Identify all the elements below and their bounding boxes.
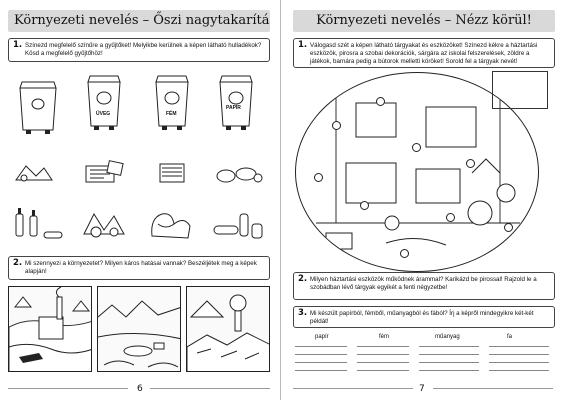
plastic-bottles-icon [213, 213, 263, 239]
answer-circle[interactable] [446, 213, 455, 222]
page-number: 7 [419, 384, 425, 394]
task-text: Színezd megfelelő színűre a gyűjtőket! M… [25, 42, 262, 57]
left-page: Környezeti nevelés – Őszi nagytakarítás … [8, 0, 281, 400]
bin-label: FÉM [166, 111, 177, 117]
bin-icon [219, 75, 253, 130]
mixed-waste-icon [83, 212, 125, 238]
task-text: Mi készült papírból, fémből, műanyagból … [310, 310, 534, 325]
task-text: Milyen háztartási eszközök működnek áram… [310, 276, 537, 291]
task-text: Mi szennyezi a környezetet? Milyen káros… [25, 260, 257, 275]
bin-icon [19, 81, 57, 134]
page-number: 6 [137, 384, 143, 394]
plastic-bags-icon [151, 213, 191, 239]
answer-circle[interactable] [466, 159, 475, 168]
column-header-metal: fém [379, 334, 390, 340]
task-number: 1. [13, 40, 23, 50]
right-page-title: Környezeti nevelés – Nézz körül! [293, 10, 555, 32]
task-1-instructions: 1. Színezd megfelelő színűre a gyűjtőket… [8, 38, 270, 62]
messy-room-illustration [295, 72, 539, 272]
answer-circle[interactable] [504, 223, 513, 232]
pollution-scene-factory [8, 286, 92, 372]
task-number: 2. [298, 274, 308, 284]
task-number: 2. [13, 258, 23, 268]
scrap-metal-icon [15, 165, 53, 182]
column-header-paper: papír [315, 334, 329, 340]
footer-line [8, 388, 128, 389]
task-number: 3. [298, 308, 308, 318]
task-3-instructions: 3. Mi készült papírból, fémből, műanyagb… [293, 306, 555, 328]
task-1-instructions: 1. Válogasd szét a képen látható tárgyak… [293, 38, 555, 68]
task-number: 1. [298, 40, 308, 50]
right-page: Környezeti nevelés – Nézz körül! 1. Válo… [281, 0, 562, 400]
pollution-scene-river [97, 286, 181, 372]
column-header-plastic: műanyag [435, 334, 460, 340]
footer-line [150, 388, 270, 389]
answer-circle[interactable] [314, 173, 323, 182]
bin-icon [87, 75, 121, 130]
bin-label: PAPÍR [226, 105, 241, 111]
task-2-instructions: 2. Mi szennyezi a környezetet? Milyen ká… [8, 256, 270, 280]
bin-label: ÜVEG [96, 111, 111, 117]
drawing-box[interactable] [492, 71, 548, 109]
pollution-scene-dump [186, 286, 270, 372]
bin-icon [155, 75, 189, 130]
footer-line [293, 388, 413, 389]
answer-circle[interactable] [412, 143, 421, 152]
answer-circle[interactable] [332, 121, 341, 130]
task-2-instructions: 2. Milyen háztartási eszközök működnek á… [293, 272, 555, 300]
paper-stack-icon [159, 163, 185, 183]
glass-bottles-icon [15, 208, 63, 239]
newspaper-icon [85, 160, 124, 183]
footer-line [433, 388, 553, 389]
task-text: Válogasd szét a képen látható tárgyakat … [310, 42, 538, 65]
column-header-wood: fa [507, 334, 513, 340]
answer-circle[interactable] [400, 249, 409, 258]
answer-circle[interactable] [360, 201, 369, 210]
cans-icon [216, 167, 263, 183]
answer-circle[interactable] [376, 97, 385, 106]
left-page-title: Környezeti nevelés – Őszi nagytakarítás [8, 10, 270, 32]
